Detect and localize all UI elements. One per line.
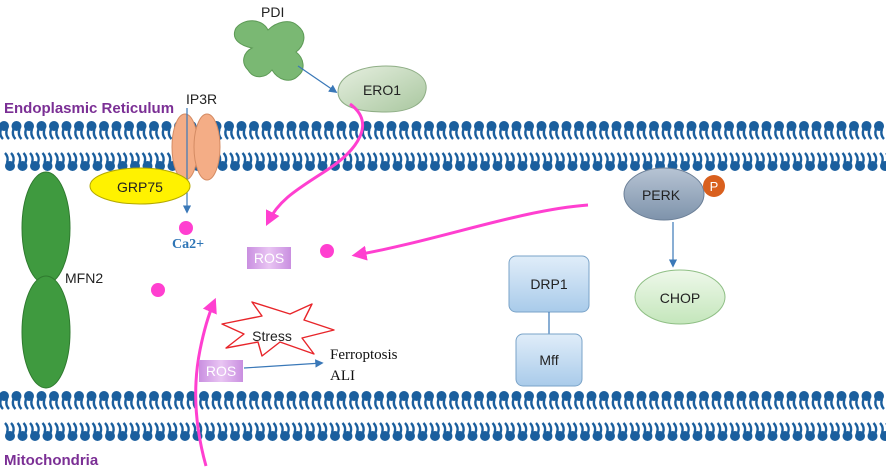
ca-ion-2	[151, 283, 165, 297]
pdi-protein	[234, 20, 305, 81]
mfn2-lower	[21, 275, 71, 389]
ip3r-right-lobe	[193, 113, 221, 181]
mff-box	[515, 333, 583, 387]
er-membrane	[0, 121, 886, 171]
ip3r-label: IP3R	[186, 91, 217, 107]
pdi-label: PDI	[261, 4, 284, 20]
er-label: Endoplasmic Reticulum	[4, 100, 174, 117]
mito-label: Mitochondria	[4, 452, 99, 469]
drp1-label: DRP1	[530, 276, 568, 292]
ca-ion-3	[320, 244, 334, 258]
ero1-to-ros-arrow	[265, 102, 364, 227]
ca-label: Ca2+	[172, 237, 204, 252]
perk-protein	[623, 167, 705, 221]
mfn2-label: MFN2	[65, 270, 103, 286]
stress-label: Stress	[252, 328, 292, 344]
ferroptosis-label: Ferroptosis	[330, 347, 398, 363]
grp75-shape	[89, 167, 191, 205]
phospho-circle	[703, 175, 725, 197]
ca-ion-1	[179, 221, 193, 235]
phospho-label: P	[710, 179, 719, 194]
perk-label: PERK	[642, 187, 681, 203]
chop-label: CHOP	[660, 290, 700, 306]
perk-to-ros-arrow	[351, 203, 589, 261]
stress-burst	[221, 301, 335, 357]
chop-shape	[634, 269, 726, 325]
mff-label: Mff	[539, 352, 558, 368]
ero1-protein	[337, 65, 427, 113]
pdi-to-ero1-arrow	[297, 65, 338, 93]
mfn2-upper	[21, 171, 71, 285]
mito-to-ros-arrow	[194, 297, 217, 467]
mitochondria-membrane	[0, 391, 886, 441]
ros-lower-label: ROS	[206, 363, 236, 379]
ros-center-label: ROS	[254, 250, 284, 266]
grp75-label: GRP75	[117, 179, 163, 195]
ros-lower-box	[199, 360, 243, 382]
ali-label: ALI	[330, 368, 355, 384]
ros-center-box	[247, 247, 291, 269]
ero1-label: ERO1	[363, 82, 401, 98]
ros-to-ferroptosis-arrow	[243, 359, 324, 369]
